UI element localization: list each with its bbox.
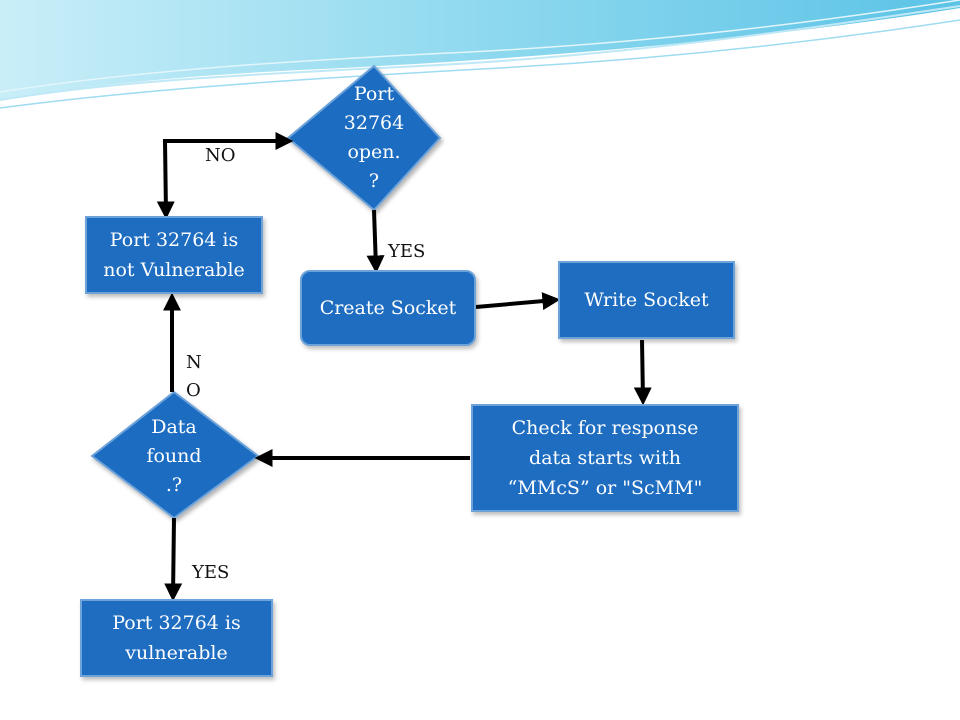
vulnerable-line-1: Port 32764 is xyxy=(112,612,241,634)
edge-label-no-vertical-n: N xyxy=(186,352,202,373)
data-found-line-2: found xyxy=(146,445,202,467)
arrow-create-to-write xyxy=(475,292,561,311)
not-vulnerable-line-2: not Vulnerable xyxy=(103,259,245,281)
data-found-line-1: Data xyxy=(151,416,197,438)
not-vulnerable-line-1: Port 32764 is xyxy=(109,229,239,251)
arrow-yes-to-create-socket xyxy=(366,209,385,274)
create-socket-box: Create Socket xyxy=(300,270,476,346)
data-found-decision-text: Data found .? xyxy=(114,413,234,500)
arrow-yes-to-vulnerable xyxy=(164,517,183,602)
edge-label-no-top: NO xyxy=(205,145,236,166)
check-response-line-1: Check for response xyxy=(511,417,699,439)
write-socket-box: Write Socket xyxy=(558,261,735,339)
port-open-line-1: Port xyxy=(353,83,395,105)
create-socket-label: Create Socket xyxy=(319,297,457,319)
port-open-line-4: ? xyxy=(368,170,380,192)
vulnerable-box: Port 32764 is vulnerable xyxy=(80,599,273,677)
connectors xyxy=(156,132,652,602)
arrow-write-to-check xyxy=(633,339,652,406)
data-found-line-3: .? xyxy=(165,474,183,496)
vulnerable-line-2: vulnerable xyxy=(125,642,228,664)
edge-label-yes-top: YES xyxy=(388,241,426,262)
arrow-no-to-not-vulnerable xyxy=(156,132,294,220)
port-open-line-2: 32764 xyxy=(343,112,405,134)
check-response-line-2: data starts with xyxy=(529,447,681,469)
edge-label-yes-bottom: YES xyxy=(192,562,230,583)
port-open-line-3: open. xyxy=(347,141,401,163)
write-socket-label: Write Socket xyxy=(584,289,709,311)
check-response-box: Check for response data starts with “MMc… xyxy=(471,404,739,512)
not-vulnerable-box: Port 32764 is not Vulnerable xyxy=(85,216,263,294)
edge-label-no-vertical-o: O xyxy=(186,380,201,401)
port-open-decision-text: Port 32764 open. ? xyxy=(314,80,434,196)
check-response-line-3: “MMcS” or "ScMM" xyxy=(507,477,703,499)
header-wave-banner xyxy=(0,0,960,109)
